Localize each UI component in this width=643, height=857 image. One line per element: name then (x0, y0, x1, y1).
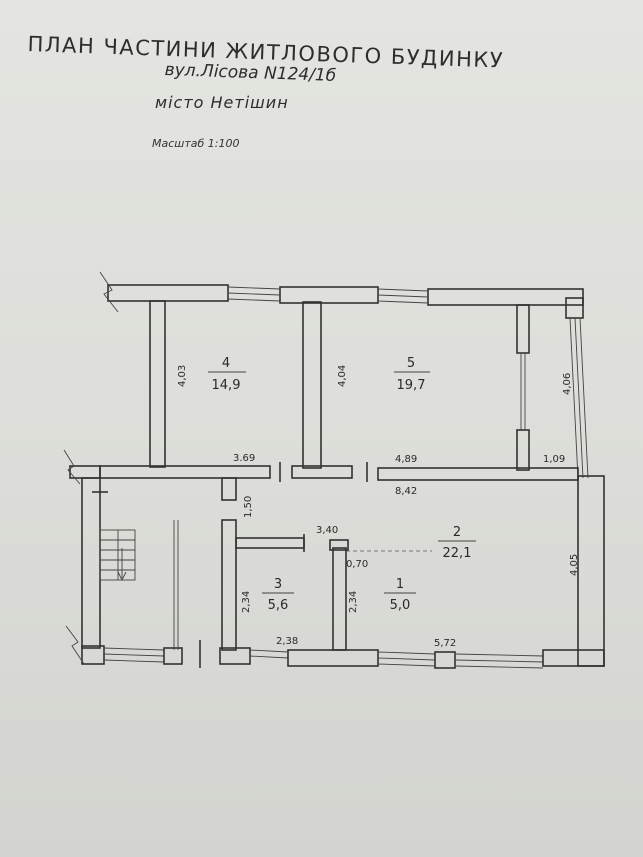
dim-2-34-room1: 2,34 (348, 591, 359, 613)
window-top-2 (377, 288, 429, 304)
wall-room3-1 (332, 547, 347, 651)
wall-top-left (107, 284, 229, 302)
dim-1-09: 1,09 (543, 454, 565, 465)
dim-5-72: 5,72 (434, 638, 456, 649)
room-area: 19,7 (397, 378, 426, 393)
wall-right (577, 475, 605, 667)
window-top-1 (227, 286, 281, 302)
dim-4-03: 4,03 (177, 365, 188, 387)
wall-mid-left (99, 465, 271, 479)
wall-bottom-right (542, 649, 605, 667)
room-area: 14,9 (212, 378, 241, 393)
room-3-label: 3 5,6 (262, 577, 294, 613)
dim-4-05: 4,05 (569, 554, 580, 576)
break-line-top (99, 271, 119, 313)
wall-hall-top (221, 477, 237, 501)
wall-room5-right-bottom (516, 429, 530, 471)
window-bottom-1 (103, 647, 165, 663)
wall-hall-right (221, 519, 237, 651)
room-number: 4 (222, 356, 230, 371)
wall-right-top (565, 297, 584, 319)
room-number: 1 (396, 577, 404, 592)
room-area: 5,6 (268, 598, 289, 613)
dim-3-69: 3.69 (233, 453, 255, 464)
room-2-label: 2 22,1 (438, 525, 476, 561)
dim-0-70: 0,70 (346, 559, 368, 570)
break-line-bottom (65, 625, 85, 665)
dim-2-38: 2,38 (276, 636, 298, 647)
city-line: місто Нетішин (155, 93, 289, 112)
wall-room1-top-left (329, 539, 349, 551)
dim-2-34-room3: 2,34 (241, 591, 252, 613)
dim-1-50: 1,50 (243, 496, 254, 518)
dim-4-04: 4,04 (337, 365, 348, 387)
wall-bottom-pier-3 (434, 651, 456, 669)
wall-bottom-mid (287, 649, 379, 667)
room-4-label: 4 14,9 (208, 356, 246, 393)
dim-4-06: 4,06 (562, 373, 573, 395)
wall-top-right (427, 288, 584, 306)
room-area: 5,0 (390, 598, 411, 613)
room-number: 3 (274, 577, 282, 592)
wall-bottom-left (81, 645, 105, 665)
wall-room5-right-top (516, 304, 530, 354)
dim-8-42: 8,42 (395, 486, 417, 497)
wall-mid-right (377, 467, 579, 481)
dim-4-89: 4,89 (395, 454, 417, 465)
room-number: 5 (407, 356, 415, 371)
interior-walls (92, 300, 579, 668)
window-bottom-4 (454, 653, 544, 669)
wall-room3-top (235, 537, 305, 549)
window-right (569, 317, 589, 479)
wall-room4-left (149, 300, 166, 468)
wall-top-mid (279, 286, 379, 304)
wall-bottom-pier-1 (163, 647, 183, 665)
wall-left-stub (69, 465, 101, 479)
room-area: 22,1 (443, 546, 472, 561)
wall-left (81, 477, 101, 649)
window-bottom-2 (249, 649, 289, 659)
room-number: 2 (453, 525, 461, 540)
window-bottom-3 (377, 651, 436, 667)
room-5-label: 5 19,7 (394, 356, 430, 393)
scale-label: Масштаб 1:100 (152, 137, 240, 150)
room-1-label: 1 5,0 (384, 577, 416, 613)
wall-mid-center (291, 465, 353, 479)
staircase (99, 529, 136, 582)
dim-3-40: 3,40 (316, 525, 338, 536)
wall-room4-5 (302, 301, 322, 469)
break-line-mid (63, 449, 81, 485)
outer-walls (63, 271, 605, 669)
